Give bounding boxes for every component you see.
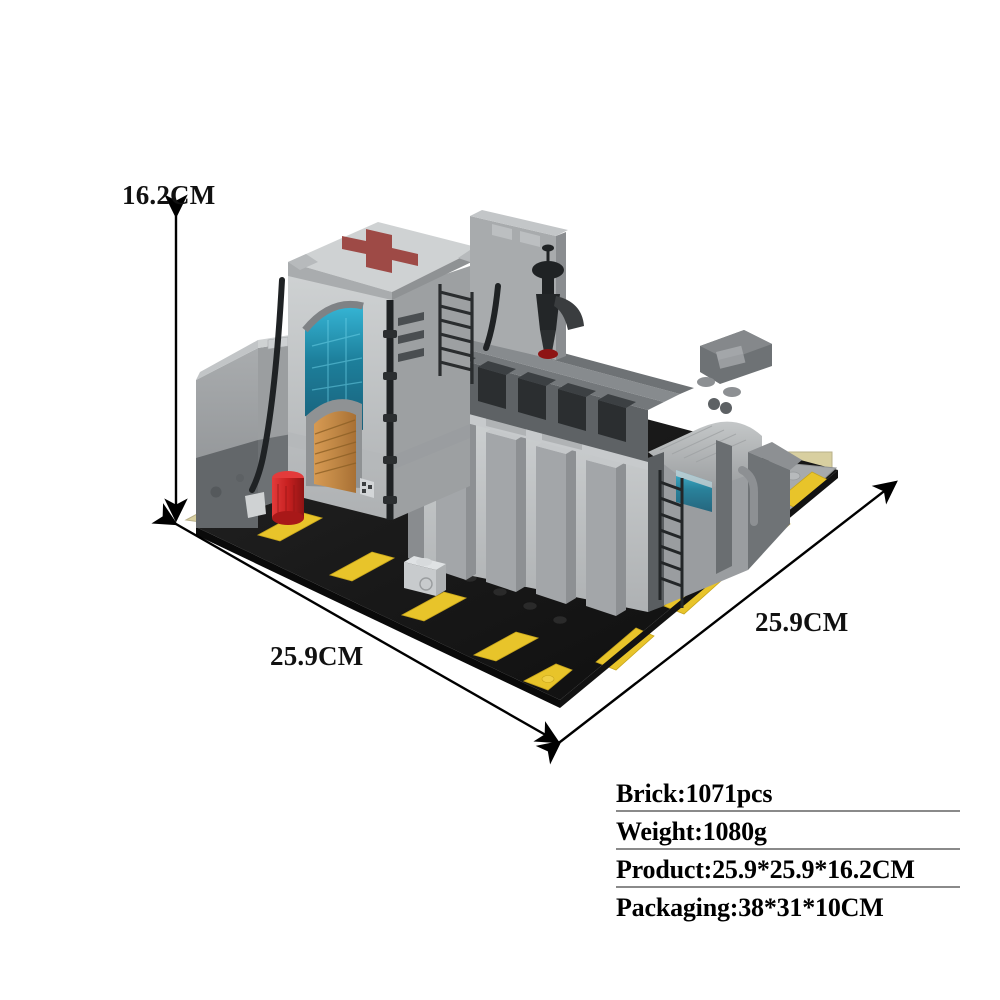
rooftop-antenna	[532, 244, 584, 359]
width-dimension-line	[151, 503, 561, 744]
height-dimension-label: 16.2CM	[122, 180, 216, 210]
spec-product-size: Product:25.9*25.9*16.2CM	[616, 855, 915, 884]
depth-dimension-line	[535, 480, 898, 765]
spec-row-weight: Weight:1080g	[616, 816, 960, 850]
depth-dimension-label: 25.9CM	[755, 607, 849, 637]
tower-ladder	[438, 284, 474, 384]
dimension-lines	[151, 194, 898, 765]
product-spec-list: Brick:1071pcs Weight:1080g Product:25.9*…	[616, 778, 960, 928]
spec-brick-count: Brick:1071pcs	[616, 779, 773, 808]
spec-packaging-size: Packaging:38*31*10CM	[616, 893, 884, 922]
right-wing-block	[648, 330, 802, 612]
red-barrel-prop	[272, 471, 304, 525]
medical-tower	[288, 222, 482, 520]
arched-garage-door	[306, 399, 374, 498]
tower-corner-pipe	[383, 300, 397, 520]
spec-weight: Weight:1080g	[616, 817, 767, 846]
spec-row-product: Product:25.9*25.9*16.2CM	[616, 854, 960, 888]
red-cross-emblem	[342, 229, 418, 273]
spec-row-brick: Brick:1071pcs	[616, 778, 960, 812]
width-dimension-label: 25.9CM	[270, 641, 364, 671]
spec-row-packaging: Packaging:38*31*10CM	[616, 892, 960, 924]
roof-machinery	[697, 330, 772, 414]
